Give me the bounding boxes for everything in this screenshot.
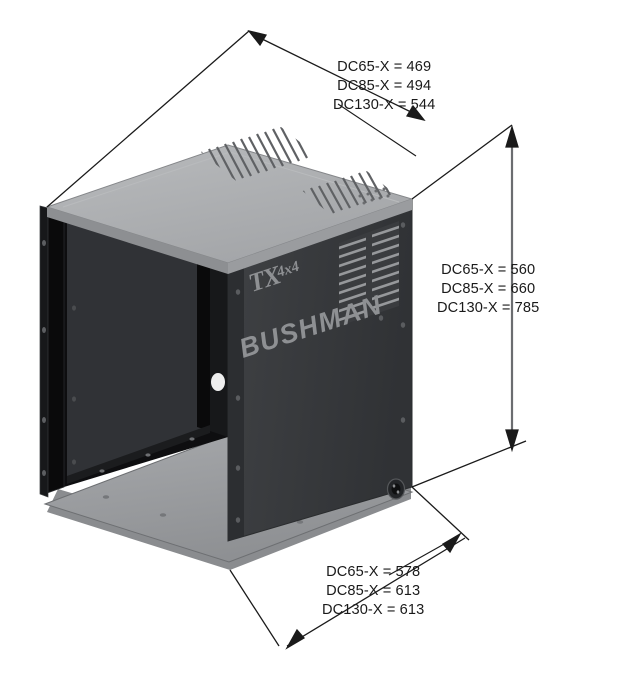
top-dim-extension-right — [411, 124, 513, 200]
bottom-dim-extension-left — [229, 569, 280, 647]
right-dim-arrow-bottom — [505, 429, 519, 453]
width-dim-line-1: DC65-X = 469 — [337, 59, 432, 75]
depth-dim-line-2: DC85-X = 613 — [326, 582, 421, 599]
top-dim-line — [255, 35, 416, 115]
bottom-dim-arrow-right — [441, 532, 462, 554]
top-dim-arrow-left — [247, 29, 268, 47]
bottom-dim-arrow-left — [285, 628, 306, 650]
width-dimension-label: DC65-X = 469 DC85-X = 494 DC130-X = 544 — [333, 58, 435, 115]
latch-handle — [211, 373, 225, 391]
width-dim-line-3: DC130-X = 544 — [333, 96, 436, 113]
depth-dim-line-3: DC130-X = 613 — [322, 601, 425, 618]
front-vent-panel — [339, 221, 399, 326]
depth-dim-line-1: DC65-X = 578 — [326, 564, 421, 580]
bottom-dim-leader — [388, 542, 447, 576]
height-dim-line-3: DC130-X = 785 — [437, 299, 540, 316]
left-flange-screws — [42, 240, 46, 476]
height-dim-line-1: DC65-X = 560 — [441, 262, 536, 278]
dimension-lines — [46, 29, 527, 650]
depth-dimension-label: DC65-X = 578 DC85-X = 613 DC130-X = 613 — [322, 563, 424, 620]
brand-script-suffix: 4x4 — [274, 259, 302, 282]
top-dim-leader — [337, 103, 417, 157]
interior-panel-screws — [72, 305, 76, 465]
top-dim-arrow-right — [405, 104, 426, 122]
bottom-rail — [67, 425, 210, 484]
enclosure-left-side-panel — [39, 205, 228, 498]
power-connector-port — [386, 478, 406, 500]
bottom-dim-line — [286, 537, 466, 647]
height-dim-line-2: DC85-X = 660 — [441, 280, 536, 297]
right-dim-extension-bottom — [411, 440, 527, 488]
bottom-dim-extension-right — [411, 486, 470, 541]
width-dim-line-2: DC85-X = 494 — [337, 77, 432, 94]
top-vent-group-a — [200, 123, 308, 185]
top-dim-extension-left — [46, 30, 250, 208]
right-dim-arrow-top — [505, 124, 519, 148]
height-dimension-label: DC65-X = 560 DC85-X = 660 DC130-X = 785 — [437, 261, 539, 318]
